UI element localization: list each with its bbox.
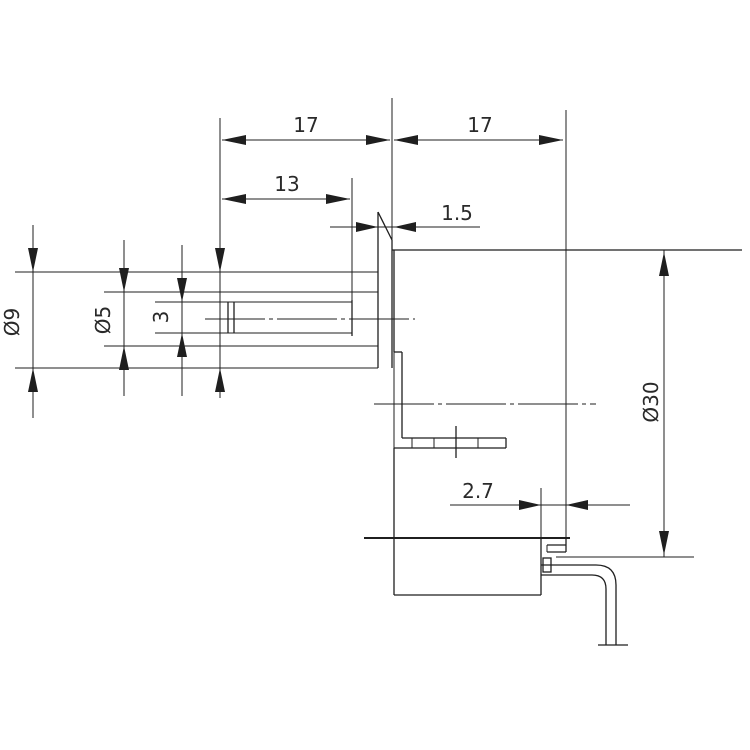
dim-dia-9-label: Ø9 [0,308,24,336]
dim-13-label: 13 [274,172,299,196]
dim-2-7: 2.7 [450,479,630,510]
pin-body [227,300,353,336]
dim-dia-30: Ø30 [556,250,694,558]
dim-1-5: 1.5 [330,201,480,232]
dim-dia-5-label: Ø5 [91,306,115,334]
dim-3: 3 [149,245,187,396]
dim-dia-30-label: Ø30 [639,381,663,422]
dim-3-label: 3 [149,311,173,324]
lead-wire [541,564,628,646]
dim-1-5-label: 1.5 [441,201,473,225]
dim-dia-9: Ø9 [0,225,38,418]
dim-17-left: 17 [222,113,390,145]
main-body [392,249,742,595]
dim-2-7-label: 2.7 [462,479,494,503]
dim-17-left-label: 17 [293,113,318,137]
dim-13: 13 [222,172,350,204]
extension-lines [219,98,567,555]
dim-17-right: 17 [394,113,563,145]
l-bracket [393,351,507,458]
dim-220-arrows [215,248,225,392]
dim-17-right-label: 17 [467,113,492,137]
dim-dia-5: Ø5 [91,240,129,396]
mounting-plate [377,211,393,368]
shaft-level-lines [15,271,378,369]
bottom-flange [364,537,570,596]
